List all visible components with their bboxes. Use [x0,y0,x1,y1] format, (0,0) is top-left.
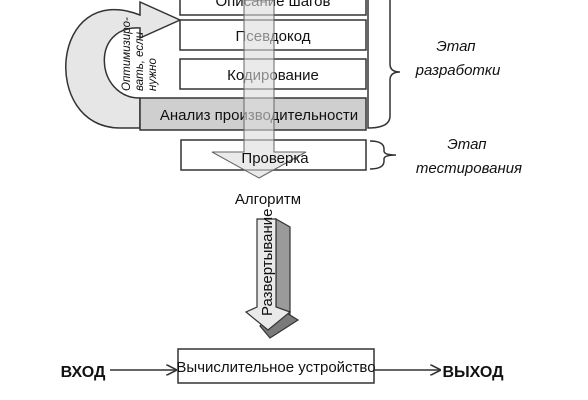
computing-device-box: Вычислительное устройство [176,348,376,384]
development-stage-bracket [367,0,401,129]
output-label: ВЫХОД [442,364,504,381]
step-label-verification: Проверка [241,150,309,167]
flow-down-arrow [211,0,307,179]
testing-stage-bracket [369,140,397,170]
optimize-condition-label: Оптимизиро- вать, если нужно [121,14,159,91]
algorithm-result-label: Алгоритм [235,191,301,208]
deployment-label: Развертывание [259,208,276,316]
computing-device-label: Вычислительное устройство [176,359,375,376]
optimize-loop-arrow [65,0,182,129]
input-label: ВХОД [61,364,106,381]
testing-stage-label: Этап тестирования [416,136,522,177]
development-stage-label: Этап разработки [415,38,501,79]
deployment-arrow [244,217,300,339]
svg-text:Оптимизиро- вать, если: Оптимизиро- вать, если нужно [121,14,159,91]
